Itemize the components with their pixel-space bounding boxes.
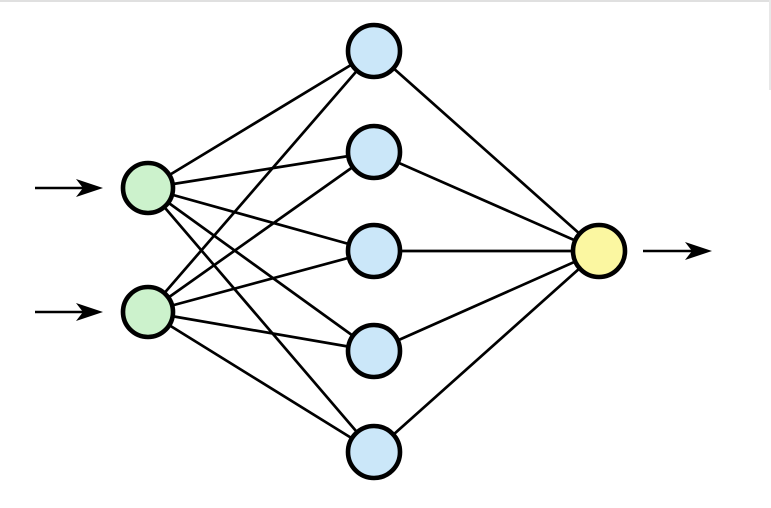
edge-input-2-hidden-3	[147, 249, 375, 314]
output-arrow-head-icon	[685, 242, 712, 260]
edge-hidden-4-output-1	[373, 249, 600, 353]
edge-input-1-hidden-2	[147, 150, 375, 190]
input-2-node	[120, 284, 176, 340]
hidden-1-node	[345, 22, 403, 80]
hidden-5-node	[345, 423, 403, 481]
input-arrow-1-head-icon	[76, 179, 103, 197]
edge-hidden-1-output-1	[373, 49, 600, 253]
edge-hidden-2-output-1	[373, 150, 600, 253]
edge-input-1-hidden-5	[146, 187, 376, 453]
edge-input-2-hidden-5	[147, 310, 375, 454]
edge-input-2-hidden-1	[146, 50, 376, 313]
edge-hidden-5-output-1	[373, 249, 600, 454]
edge-input-1-hidden-4	[147, 186, 375, 353]
hidden-4-node	[345, 322, 403, 380]
window-border-top	[0, 0, 771, 2]
hidden-2-node	[345, 123, 403, 181]
hidden-3-node	[345, 222, 403, 280]
window-border-right	[769, 0, 771, 90]
edge-input-2-hidden-2	[147, 150, 375, 314]
edge-input-2-hidden-4	[147, 310, 375, 353]
output-1-node	[570, 222, 628, 280]
input-1-node	[120, 160, 176, 216]
edge-input-1-hidden-3	[147, 186, 375, 253]
edge-input-1-hidden-1	[147, 49, 375, 190]
input-arrow-2-head-icon	[76, 303, 103, 321]
